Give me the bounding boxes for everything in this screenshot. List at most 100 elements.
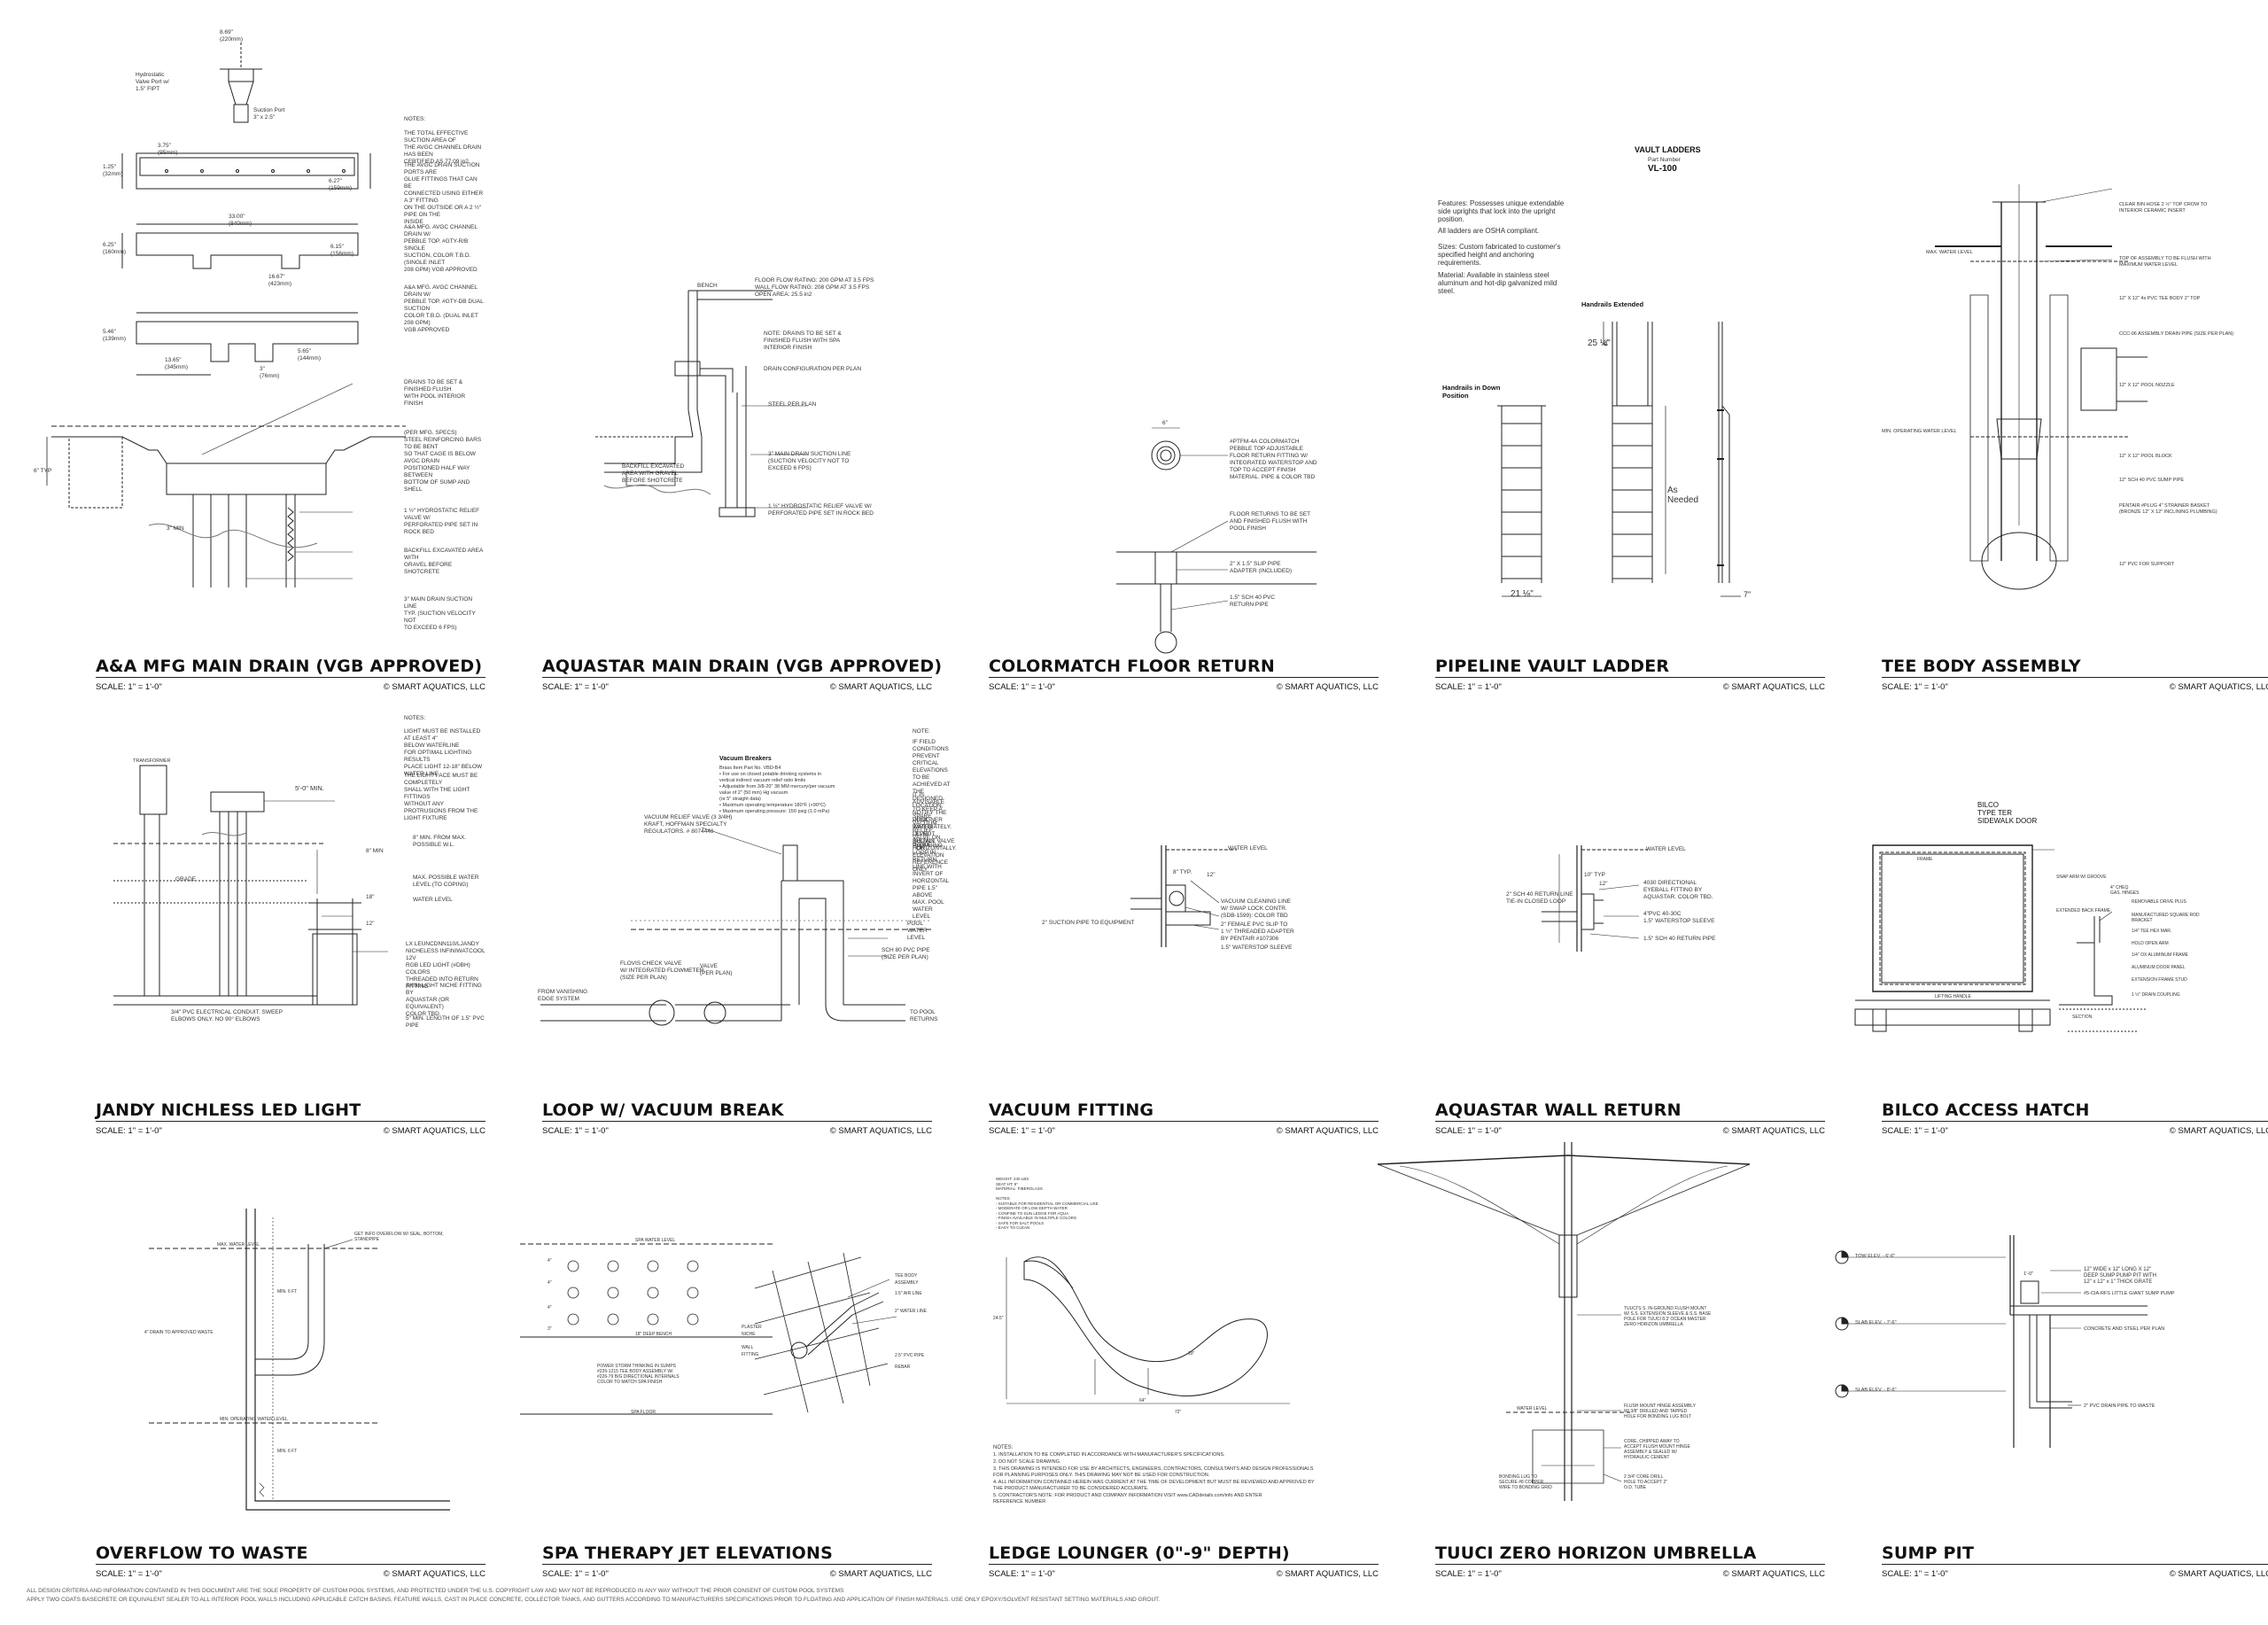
note: WATER LEVEL bbox=[1228, 845, 1268, 851]
floor-return-drawing bbox=[989, 295, 1379, 703]
sump-level: TOW ELEV. - 6'-6" bbox=[1855, 1254, 1896, 1259]
scale-label: SCALE: 1" = 1'-0" bbox=[989, 1126, 1055, 1136]
note: DRAINS TO BE SET & FINISHED FLUSH WITH P… bbox=[404, 379, 466, 407]
note: 12" SCH 40 PVC SUMP PIPE bbox=[2119, 478, 2185, 483]
note: 1.5" SCH 40 RETURN PIPE bbox=[1643, 936, 1716, 942]
note: TEE BODY ASSEMBLY bbox=[895, 1273, 919, 1286]
ladder-features: Features: Possesses unique extendable si… bbox=[1438, 199, 1565, 223]
note: POOL WATER LEVEL bbox=[907, 921, 928, 941]
copyright-label: © SMART AQUATICS, LLC bbox=[383, 1126, 485, 1136]
note: SCH 80 PVC PIPE (SIZE PER PLAN) bbox=[882, 947, 930, 960]
sump-level: SLAB ELEV. - 8'-6" bbox=[1855, 1388, 1897, 1393]
note: 12" X 12" POOL NOZZLE bbox=[2119, 383, 2175, 388]
dim-label: 13.65" (345mm) bbox=[165, 357, 189, 370]
dim-label: 5" MIN. LENGTH OF 1.5" PVC PIPE bbox=[406, 1015, 485, 1029]
detail-sump-pit: TOW ELEV. - 6'-6" SLAB ELEV. - 7'-6" SLA… bbox=[1882, 1182, 2268, 1616]
detail-jandy-led-light: TRANSFORMER 5'-0" MIN. 8" MIN. FROM MAX.… bbox=[96, 715, 485, 1173]
scale-label: SCALE: 1" = 1'-0" bbox=[1882, 1569, 1948, 1579]
note: LIGHT MUST BE INSTALLED AT LEAST 4" BELO… bbox=[404, 728, 481, 749]
note: THE TOTAL EFFECTIVE SUCTION AREA OF THE … bbox=[404, 130, 482, 165]
dim-label: 6.25" (160mm) bbox=[103, 242, 127, 255]
note: 2" SCH 40 RETURN LINE TIE-IN CLOSED LOOP bbox=[1506, 891, 1573, 905]
copyright-label: © SMART AQUATICS, LLC bbox=[1722, 682, 1825, 692]
note: 18" DEEP BENCH bbox=[635, 1332, 672, 1337]
copyright-label: © SMART AQUATICS, LLC bbox=[1276, 1569, 1379, 1579]
scale-label: SCALE: 1" = 1'-0" bbox=[989, 682, 1055, 692]
note: CONCRETE AND STEEL PER PLAN bbox=[2084, 1326, 2165, 1332]
copyright-label: © SMART AQUATICS, LLC bbox=[2169, 682, 2268, 692]
note: 3" MAIN DRAIN SUCTION LINE TYP. (SUCTION… bbox=[404, 596, 476, 631]
scale-label: SCALE: 1" = 1'-0" bbox=[96, 1569, 162, 1579]
title-rule bbox=[989, 1121, 1379, 1122]
wall-return-drawing bbox=[1435, 739, 1825, 1147]
detail-tuuci-umbrella: WATER LEVEL TUUCI'S S. IN-GROUND FLUSH M… bbox=[1435, 1182, 1825, 1616]
aa-main-drain-drawing bbox=[96, 295, 485, 703]
dim-label: 6" bbox=[1162, 420, 1168, 426]
led-light-drawing bbox=[96, 739, 485, 1147]
dim-label: 6.27" (159mm) bbox=[329, 178, 353, 191]
note: 12" X 12" 4x PVC TEE BODY 2" TOP bbox=[2119, 296, 2201, 301]
dim-label: 72" bbox=[1175, 1410, 1182, 1415]
note: 1 ½" HYDROSTATIC RELIEF VALVE W/ PERFORA… bbox=[404, 508, 480, 535]
dim-label: MIN. OPERATING WATER LEVEL bbox=[220, 1417, 288, 1422]
dim-label: SKIM LIGHT NICHE FITTING BY AQUASTAR (OR… bbox=[406, 983, 482, 1017]
note: #5-CIA-RFS LITTLE GIANT SUMP PUMP bbox=[2084, 1291, 2175, 1296]
detail-title: COLORMATCH FLOOR RETURN bbox=[989, 657, 1275, 676]
detail-aquastar-wall-return: 10" TYP 12" WATER LEVEL 2" SCH 40 RETURN… bbox=[1435, 739, 1825, 1173]
dim-label: 10" TYP bbox=[1584, 872, 1605, 878]
detail-vault-ladder: VAULT LADDERS Part Number VL-100 Feature… bbox=[1435, 145, 1825, 729]
tee-body-drawing bbox=[1882, 295, 2268, 703]
detail-aa-main-drain: 8.69" (220mm) Hydrostatic Valve Port w/ … bbox=[34, 29, 485, 729]
note: 2.5" PVC PIPE bbox=[895, 1353, 925, 1358]
detail-title: TUUCI ZERO HORIZON UMBRELLA bbox=[1435, 1543, 1757, 1563]
dim-label: 33.00" (840mm) bbox=[229, 214, 252, 227]
title-rule bbox=[989, 677, 1379, 678]
note: (PER MFG. SPECS) STEEL REINFORCING BARS … bbox=[404, 430, 482, 493]
dim-label: SECTION bbox=[2072, 1015, 2093, 1020]
detail-bilco-access-hatch: BILCO TYPE TER SIDEWALK DOOR SNAP ARM W/… bbox=[1882, 739, 2268, 1173]
title-rule bbox=[1882, 1564, 2268, 1565]
scale-label: SCALE: 1" = 1'-0" bbox=[1435, 1569, 1502, 1579]
note: WATER LEVEL bbox=[1646, 846, 1686, 852]
title-rule bbox=[1435, 677, 1825, 678]
detail-title: SUMP PIT bbox=[1882, 1543, 1975, 1563]
detail-title: BILCO ACCESS HATCH bbox=[1882, 1100, 2090, 1120]
note: FLOVIS CHECK VALVE W/ INTEGRATED FLOWMET… bbox=[620, 960, 704, 981]
title-rule bbox=[542, 1564, 932, 1565]
note: 12" WIDE x 12" LONG X 12" DEEP SUMP PUMP… bbox=[2084, 1267, 2156, 1285]
note: #PTFM-4A COLORMATCH PEBBLE TOP ADJUSTABL… bbox=[1230, 439, 1317, 480]
note: VACUUM RELIEF VALVE (3 3/4H) KRAFT, HOFF… bbox=[644, 814, 733, 835]
detail-title: TEE BODY ASSEMBLY bbox=[1882, 657, 2081, 676]
title-rule bbox=[96, 1121, 485, 1122]
copyright-label: © SMART AQUATICS, LLC bbox=[1722, 1126, 1825, 1136]
dim-label: 64" bbox=[1139, 1398, 1146, 1403]
copyright-label: © SMART AQUATICS, LLC bbox=[1722, 1569, 1825, 1579]
dim-label: Suction Port 3" x 2.5" bbox=[253, 107, 285, 121]
note: BONDING LUG TO SECURE #8 COPPER WIRE TO … bbox=[1499, 1474, 1552, 1490]
note: FLUSH MOUNT HINGE ASSEMBLY W/ 3/8" DRILL… bbox=[1624, 1403, 1696, 1419]
sump-level: SLAB ELEV. - 7'-6" bbox=[1855, 1320, 1897, 1326]
detail-loop-vacuum-break: Vacuum Breakers Brass Item Part No. VBD-… bbox=[538, 728, 957, 1173]
note: 1 ½" HYDROSTATIC RELIEF VALVE W/ PERFORA… bbox=[768, 503, 874, 517]
note: PENTAIR #PLUG 4" STRAINER BASKET (BRONZE… bbox=[2119, 503, 2218, 515]
dim-label: 8" MIN bbox=[366, 848, 384, 854]
note: 2" X 1.5" SLIP PIPE ADAPTER (INCLUDED) bbox=[1230, 561, 1293, 574]
dim-label: 21 ⅛" bbox=[1511, 589, 1534, 599]
dim-label: BENCH bbox=[697, 283, 718, 289]
copyright-label: © SMART AQUATICS, LLC bbox=[829, 682, 932, 692]
scale-label: SCALE: 1" = 1'-0" bbox=[542, 1569, 609, 1579]
note: BACKFILL EXCAVATED AREA WITH GRAVEL BEFO… bbox=[404, 548, 483, 575]
title-rule bbox=[1882, 677, 2268, 678]
note: STEEL PER PLAN bbox=[768, 401, 817, 408]
dim-label: 25 ½" bbox=[1588, 338, 1611, 348]
note: GET INFO OVERFLOW W/ SEAL, BOTTOM, STAND… bbox=[354, 1232, 444, 1242]
copyright-label: © SMART AQUATICS, LLC bbox=[383, 1569, 485, 1579]
dim-label: GRADE bbox=[175, 876, 197, 882]
note: SNAP ARM W/ GROOVE bbox=[2056, 875, 2107, 880]
title-rule bbox=[542, 677, 932, 678]
spa-jet-drawing bbox=[542, 1182, 932, 1590]
dim-label: WATER LEVEL bbox=[1517, 1406, 1548, 1411]
note: 4"PVC 40-30C 1.5" WATERSTOP SLEEVE bbox=[1643, 911, 1715, 924]
note: NOTES: bbox=[404, 715, 426, 721]
detail-title: OVERFLOW TO WASTE bbox=[96, 1543, 308, 1563]
